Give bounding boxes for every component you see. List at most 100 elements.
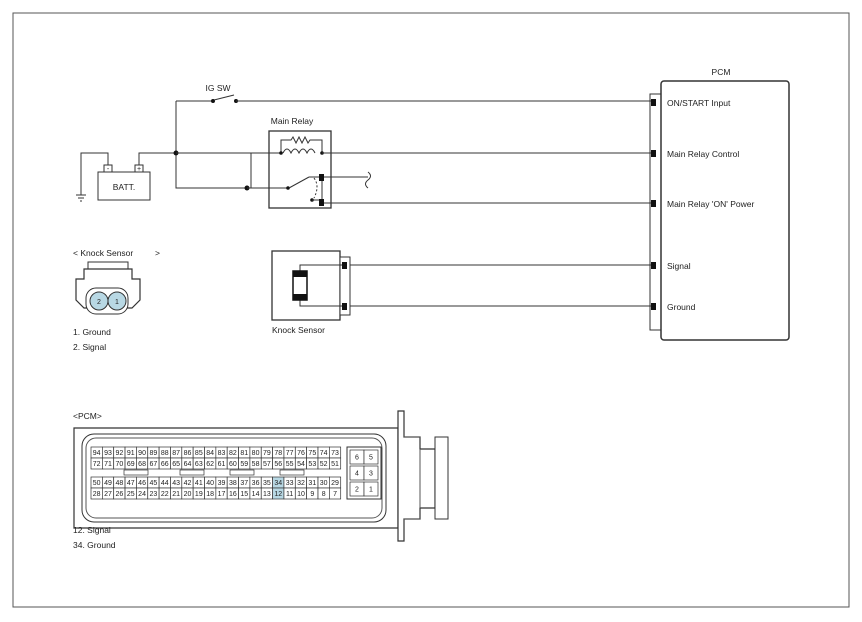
pcm-pin-12: 12: [274, 491, 282, 498]
battery-label: BATT.: [113, 182, 136, 192]
pcm-pin-76: 76: [297, 450, 305, 457]
pcm-pin-10: 10: [297, 491, 305, 498]
pcm-pin-40: 40: [206, 480, 214, 487]
knock-connector-legend-2: 2. Signal: [73, 342, 106, 352]
pcm-pin-47: 47: [127, 480, 135, 487]
pcm-pin-67: 67: [150, 461, 158, 468]
pcm-key-slot: [179, 469, 205, 476]
knock-sensor: Knock Sensor: [271, 250, 651, 335]
relay-switch-contact: [286, 186, 290, 190]
pcm-pin-14: 14: [252, 491, 260, 498]
pcm-connector-legend-2: 34. Ground: [73, 540, 116, 550]
battery-box: [97, 171, 151, 201]
pcm-pin-51: 51: [331, 461, 339, 468]
pcm-pin-7-cell: [329, 487, 342, 500]
pcm-pin-82: 82: [229, 450, 237, 457]
pcm-pin-41: 41: [195, 480, 203, 487]
pcm-pin-71: 71: [104, 461, 112, 468]
pcm-pin-72: 72: [93, 461, 101, 468]
pcm-pin-64: 64: [184, 461, 192, 468]
pcm-pin-70: 70: [115, 461, 123, 468]
pcm-small-pin-3: 3: [369, 471, 373, 478]
pcm-pin-74: 74: [320, 450, 328, 457]
connector-pin-cavity: [107, 291, 127, 311]
pcm-pin-78: 78: [274, 450, 282, 457]
pcm-pin-87: 87: [172, 450, 180, 457]
pcm-pin-main-relay-control: Main Relay Control: [667, 149, 739, 159]
pcm-key-slot: [229, 469, 255, 476]
relay-terminal: [319, 174, 324, 181]
pcm-small-pin-4: 4: [355, 471, 359, 478]
pcm-pin-26: 26: [115, 491, 123, 498]
pcm-pin-29: 29: [331, 480, 339, 487]
pcm-pin-63: 63: [195, 461, 203, 468]
pcm-connector-lever-tab: [434, 436, 449, 520]
knock-sensor-connector-strip: [339, 256, 351, 316]
pcm-pin-86: 86: [184, 450, 192, 457]
pcm-pin-48: 48: [115, 480, 123, 487]
battery-ground-wire: [80, 152, 109, 195]
knock-sensor-terminal: [342, 303, 347, 310]
pcm-pin-20: 20: [184, 491, 192, 498]
pcm-pin-66: 66: [161, 461, 169, 468]
pcm-pin-92: 92: [115, 450, 123, 457]
pcm-pin-23: 23: [150, 491, 158, 498]
pcm-pin-60: 60: [229, 461, 237, 468]
pcm-pin-68: 68: [138, 461, 146, 468]
pcm-pin-terminal: [651, 99, 656, 106]
pcm-pin-signal: Signal: [667, 261, 691, 271]
pcm-pin-88: 88: [161, 450, 169, 457]
pcm-pin-55: 55: [286, 461, 294, 468]
pcm-pin-17: 17: [218, 491, 226, 498]
piezo-plate: [293, 271, 307, 277]
relay-feed-wire: [176, 152, 252, 188]
pcm-pin-61: 61: [218, 461, 226, 468]
pcm-pin-52: 52: [320, 461, 328, 468]
battery-positive-wire: [138, 152, 176, 165]
pcm-pin-39: 39: [218, 480, 226, 487]
pcm-pin-13: 13: [263, 491, 271, 498]
pcm-pin-65: 65: [172, 461, 180, 468]
battery-pos-sign: +: [137, 166, 141, 173]
diagram-frame: [12, 12, 850, 608]
knock-sensor-label: Knock Sensor: [272, 325, 325, 335]
pcm-pin-36: 36: [252, 480, 260, 487]
pcm-pin-53: 53: [308, 461, 316, 468]
pcm-pin-terminal: [651, 200, 656, 207]
pcm-pin-35: 35: [263, 480, 271, 487]
pcm-small-pin-1-cell: [363, 481, 379, 497]
power-bus-wire: [175, 101, 247, 189]
battery: BATT. - +: [76, 152, 176, 202]
connector-latch: [87, 261, 129, 270]
relay-resistor-icon: [280, 135, 323, 153]
pcm-pin-79: 79: [263, 450, 271, 457]
pcm-pin-28: 28: [93, 491, 101, 498]
pcm-pin-terminal: [651, 150, 656, 157]
pcm-pin-81: 81: [240, 450, 248, 457]
pcm-pin-8: 8: [322, 491, 326, 498]
pcm-pin-22: 22: [161, 491, 169, 498]
pcm-pin-19: 19: [195, 491, 203, 498]
pcm-pin-85: 85: [195, 450, 203, 457]
pcm-pin-94: 94: [93, 450, 101, 457]
battery-neg-sign: -: [107, 166, 110, 173]
pcm-pin-34: 34: [274, 480, 282, 487]
pcm-pin-58: 58: [252, 461, 260, 468]
knock-sensor-terminal: [342, 262, 347, 269]
pcm-connector-strip: [649, 93, 663, 331]
pcm-pin-77: 77: [286, 450, 294, 457]
pcm-block: PCM ON/START Input Main Relay Control Ma…: [649, 67, 790, 341]
junction-dot: [279, 151, 283, 155]
pcm-pin-38: 38: [229, 480, 237, 487]
pcm-pin-44: 44: [161, 480, 169, 487]
pcm-pin-50: 50: [93, 480, 101, 487]
pcm-pin-84: 84: [206, 450, 214, 457]
pcm-small-pin-3-cell: [363, 465, 379, 481]
pcm-connector-lever: [397, 410, 436, 542]
pcm-connector-legend-1: 12. Signal: [73, 525, 111, 535]
ig-switch-lever: [213, 94, 235, 101]
pcm-pin-62: 62: [206, 461, 214, 468]
